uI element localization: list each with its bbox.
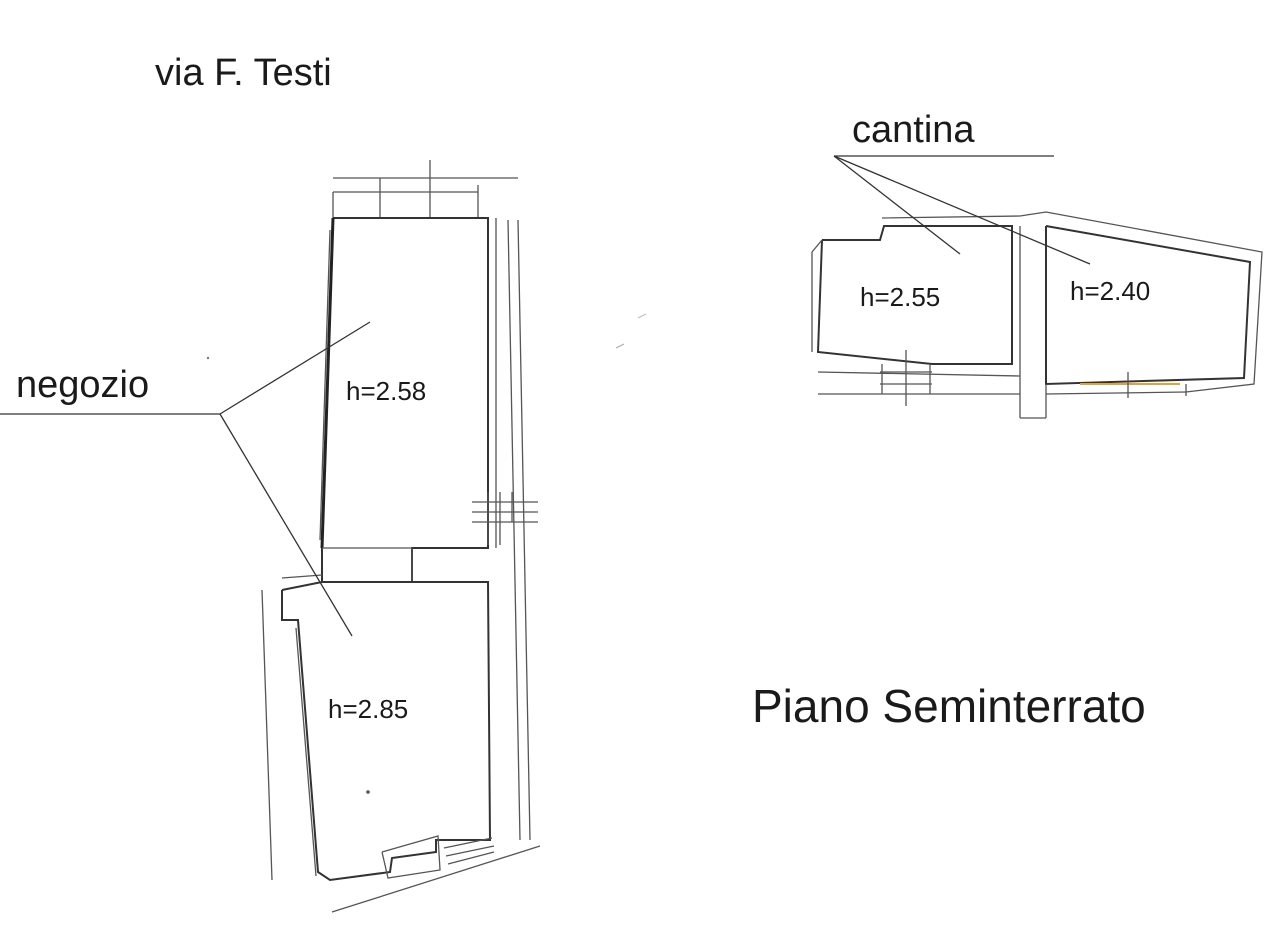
cellar-plan — [811, 211, 1263, 419]
floor-label: Piano Seminterrato — [752, 680, 1146, 732]
street-label: via F. Testi — [155, 52, 332, 94]
cellar-left-height: h=2.55 — [860, 282, 940, 312]
shop-lower-height: h=2.85 — [328, 694, 408, 724]
speck — [637, 313, 647, 319]
room-shop-lower — [281, 581, 492, 882]
speck — [366, 790, 370, 794]
shop-upper-height: h=2.58 — [346, 376, 426, 406]
speck — [615, 343, 625, 349]
negozio-leader-lines — [0, 321, 371, 637]
cantina-leader-lines — [833, 155, 1091, 265]
speck — [206, 356, 210, 360]
cantina-label: cantina — [852, 109, 975, 151]
room-cellar-right — [1045, 225, 1252, 386]
cellar-right-height: h=2.40 — [1070, 276, 1150, 306]
shop-plan — [261, 160, 541, 913]
negozio-label: negozio — [16, 364, 149, 406]
room-cellar-left — [816, 225, 1013, 365]
